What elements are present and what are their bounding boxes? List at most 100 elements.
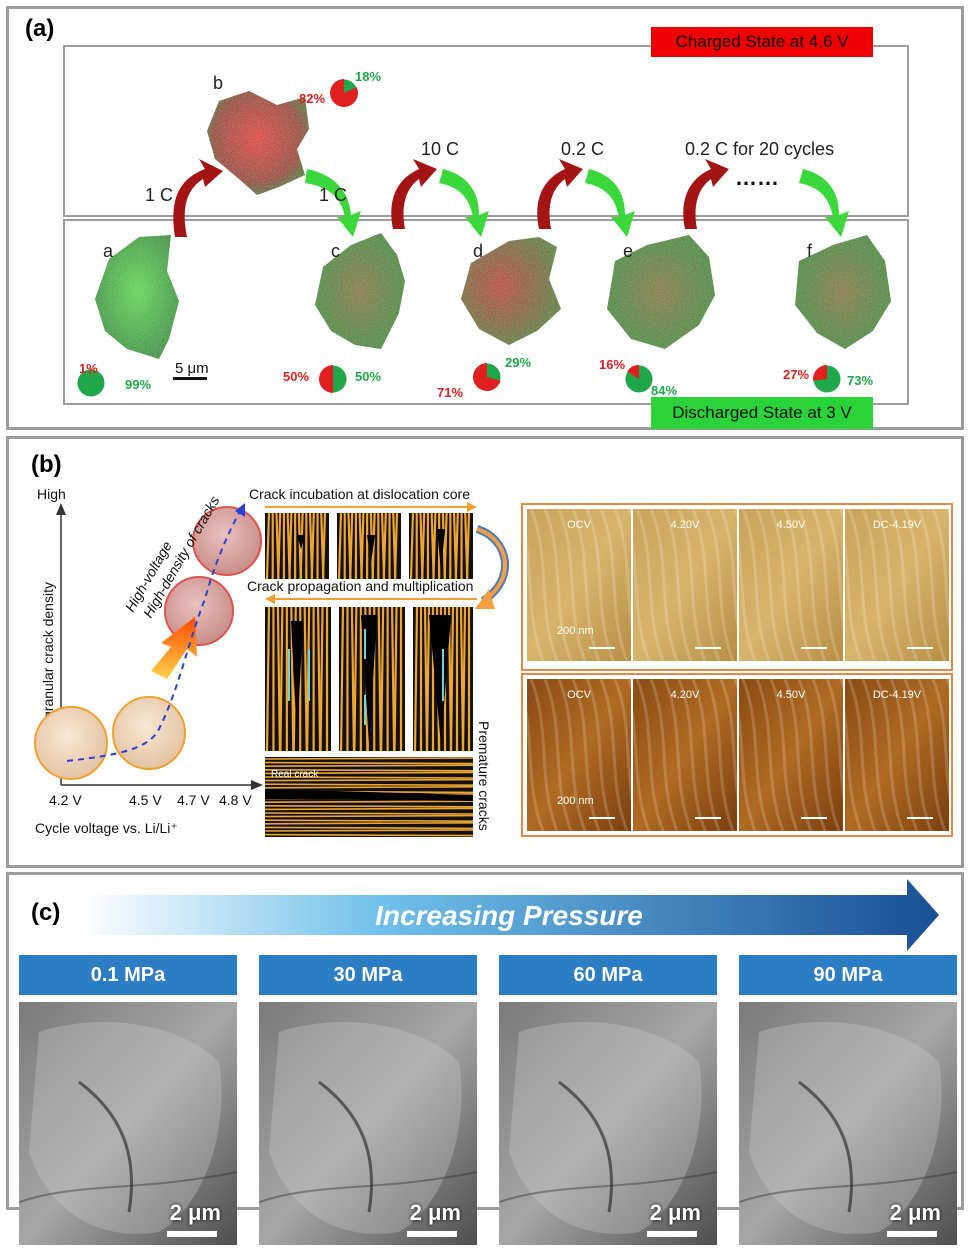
panel-a-graphics: a b c d e f 1 C 1 C 10 C 0.2 C 0.2 C for… — [76, 69, 891, 400]
stripe-line — [264, 819, 474, 823]
x-tick-4: 4.8 V — [219, 792, 252, 808]
premature-cracks-label: Premature cracks — [476, 721, 492, 831]
afm-bottom-scale-bar — [589, 817, 615, 819]
discharge-arrows — [305, 169, 849, 237]
particle-letter-f: f — [807, 241, 813, 261]
crack — [367, 535, 375, 563]
afm-bottom-image: 4.20V — [633, 679, 737, 831]
particle-b — [207, 91, 309, 195]
sem-scale-label: 2 μm — [889, 1200, 941, 1225]
stripe-line — [413, 606, 419, 752]
stripe-line — [264, 757, 474, 760]
x-tick-2: 4.5 V — [129, 792, 162, 808]
stripe-line — [264, 826, 474, 830]
stripe-line — [382, 512, 387, 580]
afm-top-image: 4.20V — [633, 509, 737, 661]
particle-d — [461, 237, 561, 345]
panel-b-graphics: High Intragranular crack density 4.2 V 4… — [34, 486, 510, 837]
stripe-line — [465, 512, 471, 580]
crack — [297, 535, 305, 549]
sem-card: 0.1 MPa 2 μm — [18, 955, 238, 1245]
sem-pressure-header: 30 MPa — [259, 955, 477, 995]
scale-bar-label: 5 μm — [175, 360, 209, 377]
pie-a-red: 1% — [79, 361, 98, 376]
afm-top-label: 4.50V — [776, 519, 806, 531]
stripe-line — [443, 512, 448, 580]
afm-top-scale-bar — [801, 647, 827, 649]
x-tick-3: 4.7 V — [177, 792, 210, 808]
particle-a — [95, 235, 179, 359]
pie-e-red-slice — [627, 365, 639, 379]
stripe-line — [303, 606, 308, 752]
charged-state-label: Charged State at 4.6 V — [651, 27, 873, 57]
step-10c: 10 C — [421, 139, 459, 159]
afm-top-label: DC-4.19V — [872, 519, 922, 531]
crack — [265, 789, 473, 801]
step-20cycles: 0.2 C for 20 cycles — [685, 139, 834, 159]
sem-card: 90 MPa 2 μm — [738, 955, 958, 1245]
afm-bottom-scale-bar — [907, 817, 933, 819]
stripe-line — [264, 768, 474, 772]
afm-bottom-scale-bar — [695, 817, 721, 819]
stripe-line — [264, 778, 474, 782]
afm-bottom-scale-label: 200 nm — [557, 795, 594, 807]
pie-c-red-slice — [319, 365, 333, 393]
crack — [291, 621, 303, 739]
stripe-line — [454, 512, 459, 580]
panel-b: (b) High Intragranular crack density 4.2… — [6, 436, 964, 868]
discharged-state-label: Discharged State at 3 V — [651, 397, 873, 429]
sem-pressure-header: 60 MPa — [499, 955, 717, 995]
stripe-line — [337, 512, 343, 580]
stripe-line — [264, 764, 474, 768]
propagation-label: Crack propagation and multiplication — [247, 578, 473, 594]
afm-top-image: DC-4.19V — [845, 509, 949, 661]
stripe-line — [288, 512, 293, 580]
pie-f-green: 73% — [847, 373, 873, 388]
stripe-line — [264, 833, 474, 837]
pie-b-green: 18% — [355, 69, 381, 84]
sem-scale-bar — [407, 1231, 457, 1237]
panel-b-label: (b) — [31, 451, 62, 478]
stripe-line — [461, 606, 467, 752]
incubation-label: Crack incubation at dislocation core — [249, 486, 470, 502]
real-crack-label: Real crack — [271, 769, 319, 780]
stripe-line — [264, 807, 474, 811]
stripe-line — [319, 606, 324, 752]
afm-top-image: 4.50V — [739, 509, 843, 661]
afm-bottom-label: DC-4.19V — [872, 689, 922, 701]
stripe-line — [339, 606, 345, 752]
pie-f-red-slice — [813, 365, 827, 381]
panel-a-label: (a) — [25, 15, 55, 42]
stripe-line — [264, 800, 474, 804]
particle-f — [795, 235, 891, 349]
afm-top-scale-bar — [907, 647, 933, 649]
stripe-line — [421, 512, 426, 580]
step-1c-up: 1 C — [145, 185, 173, 205]
panel-c-label: (c) — [31, 899, 61, 926]
particle-letter-d: d — [473, 241, 483, 261]
panel-a: (a) Charged State at 4.6 V Discharged St… — [6, 6, 964, 430]
y-axis-top: High — [37, 486, 66, 502]
stripe-line — [276, 606, 282, 752]
pie-b-red: 82% — [299, 91, 325, 106]
sem-pressure-header: 0.1 MPa — [19, 955, 237, 995]
stripe-line — [393, 512, 399, 580]
particle-letter-b: b — [213, 73, 223, 93]
stripe-line — [409, 512, 415, 580]
afm-bottom-label: OCV — [567, 689, 591, 701]
pie-c-red: 50% — [283, 369, 309, 384]
pie-b-red-slice — [330, 79, 358, 107]
sem-scale-label: 2 μm — [169, 1200, 221, 1225]
particle-letter-e: e — [623, 241, 633, 261]
afm-top-scale-label: 200 nm — [557, 625, 594, 637]
afm-group-bottom — [521, 673, 953, 837]
stripe-line — [264, 812, 474, 815]
sem-card: 60 MPa 2 μm — [498, 955, 718, 1245]
stripe-line — [377, 606, 382, 752]
stripe-line — [264, 814, 474, 818]
stripe-line — [350, 606, 356, 752]
pie-c-green: 50% — [355, 369, 381, 384]
sem-scale-bar — [167, 1231, 217, 1237]
sem-image — [738, 1002, 958, 1245]
